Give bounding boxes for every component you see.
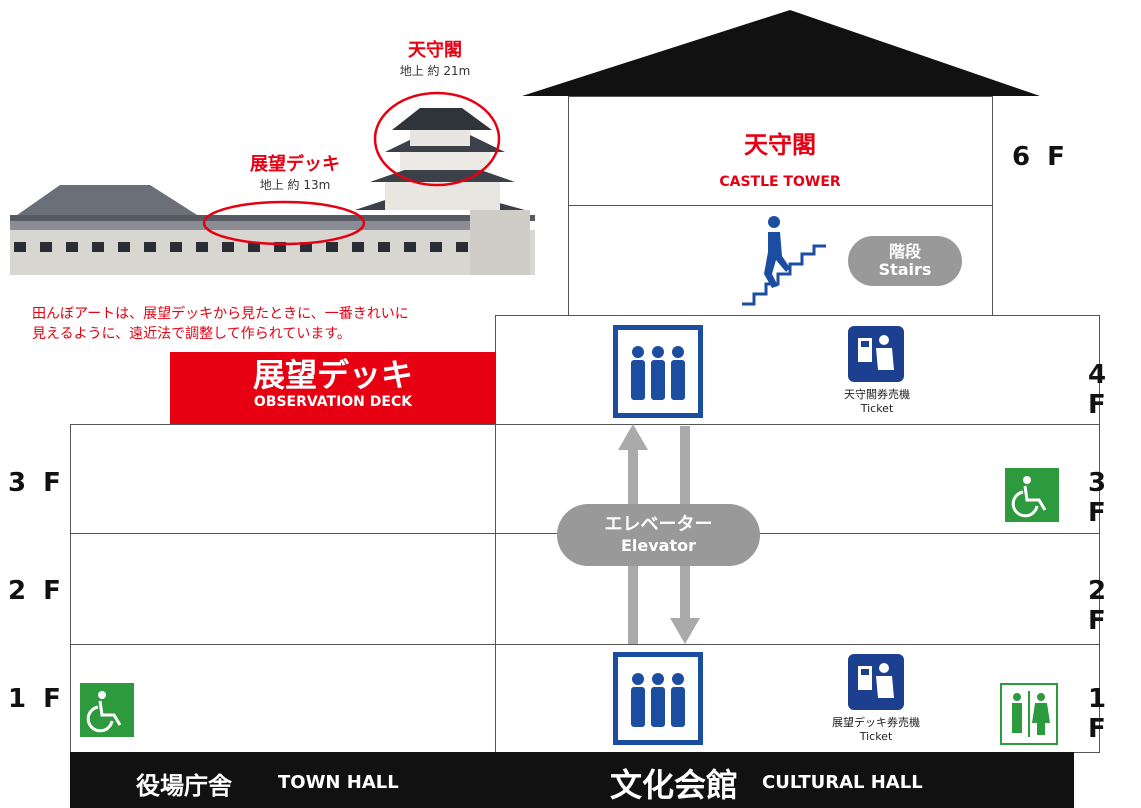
footer-town-hall-ja: 役場庁舎	[136, 772, 232, 800]
highlight-rings	[202, 91, 501, 246]
elevator-people-icon	[631, 346, 685, 400]
ticket-label-1f-ja: 展望デッキ券売機	[832, 716, 920, 729]
roof	[522, 10, 1040, 96]
deck-title-en: OBSERVATION DECK	[253, 394, 413, 410]
floor-label-2f-left: 2 F	[8, 576, 65, 606]
footer-cultural-hall-ja: 文化会館	[610, 766, 739, 804]
town-floor-line-3-2	[70, 533, 496, 534]
stairs-pill-en: Stairs	[878, 260, 932, 279]
restroom-icon	[1000, 683, 1058, 745]
ticket-machine-icon-4f	[848, 326, 904, 382]
rice-art-note-line2: 見えるように、遠近法で調整して作られています。	[32, 326, 351, 342]
tower-title-ja: 天守閣	[744, 131, 816, 159]
floor-label-3f-right: 3 F	[1088, 468, 1111, 528]
footer-cultural-hall-en: CULTURAL HALL	[762, 772, 923, 793]
ticket-label-1f-en: Ticket	[859, 729, 893, 743]
tower-divider	[568, 205, 993, 206]
town-floor-line-2-1	[70, 644, 496, 645]
ticket-machine-glyph	[858, 335, 894, 370]
rice-art-note-line1: 田んぼアートは、展望デッキから見たときに、一番きれいに	[32, 306, 409, 322]
elevator-icon-4f	[613, 325, 703, 418]
footer-town-hall-en: TOWN HALL	[278, 772, 399, 793]
castle-caption-height: 地上 約 21m	[399, 64, 471, 78]
tower-title-en: CASTLE TOWER	[719, 174, 841, 190]
stairs-icon	[742, 216, 826, 306]
wheelchair-glyph	[1011, 476, 1047, 518]
elevator-icon-1f	[613, 652, 703, 745]
wheelchair-glyph	[86, 691, 122, 733]
elevator-pill-ja: エレベーター	[604, 514, 713, 536]
floor-label-2f-right: 2 F	[1088, 576, 1111, 636]
floor-label-6f: 6 F	[1012, 142, 1069, 172]
deck-caption: 展望デッキ 地上 約 13m	[230, 150, 360, 193]
elevator-pill: エレベーター Elevator	[557, 504, 760, 566]
ticket-machine-glyph	[858, 663, 894, 698]
cultural-floor-line-2-1	[495, 644, 1100, 645]
cultural-floor-line-4-3	[495, 424, 1100, 425]
tower-title: 天守閣 CASTLE TOWER	[700, 125, 860, 190]
deck-title-ja: 展望デッキ	[252, 356, 413, 394]
wheelchair-icon-3f	[1005, 468, 1059, 522]
observation-deck-box: 展望デッキ OBSERVATION DECK	[170, 352, 496, 424]
elevator-people-icon	[631, 673, 685, 727]
deck-caption-title: 展望デッキ	[250, 154, 340, 175]
ticket-label-4f: 天守閣券売機 Ticket	[817, 388, 937, 416]
ticket-label-1f: 展望デッキ券売機 Ticket	[816, 716, 936, 744]
elevator-pill-en: Elevator	[620, 536, 697, 556]
wheelchair-icon-1f	[80, 683, 134, 737]
floor-label-1f-right: 1 F	[1088, 684, 1111, 744]
rice-art-note: 田んぼアートは、展望デッキから見たときに、一番きれいに 見えるように、遠近法で調…	[32, 304, 409, 344]
ticket-label-4f-ja: 天守閣券売機	[844, 388, 910, 401]
floor-label-4f: 4 F	[1088, 360, 1111, 420]
castle-photo	[0, 80, 545, 280]
deck-caption-height: 地上 約 13m	[259, 178, 331, 192]
stairs-pill-ja: 階段	[888, 242, 921, 262]
castle-caption: 天守閣 地上 約 21m	[380, 36, 490, 79]
floor-label-3f-left: 3 F	[8, 468, 65, 498]
cultural-floor-line-3-2	[495, 533, 1100, 534]
town-hall-block	[70, 424, 496, 753]
restroom-glyph	[1012, 691, 1050, 737]
footer-bar: 役場庁舎 TOWN HALL 文化会館 CULTURAL HALL	[70, 752, 1074, 808]
stairs-pill: 階段 Stairs	[848, 236, 962, 286]
floor-label-1f-left: 1 F	[8, 684, 65, 714]
castle-caption-title: 天守閣	[408, 40, 462, 61]
ticket-label-4f-en: Ticket	[860, 401, 894, 415]
ticket-machine-icon-1f	[848, 654, 904, 710]
